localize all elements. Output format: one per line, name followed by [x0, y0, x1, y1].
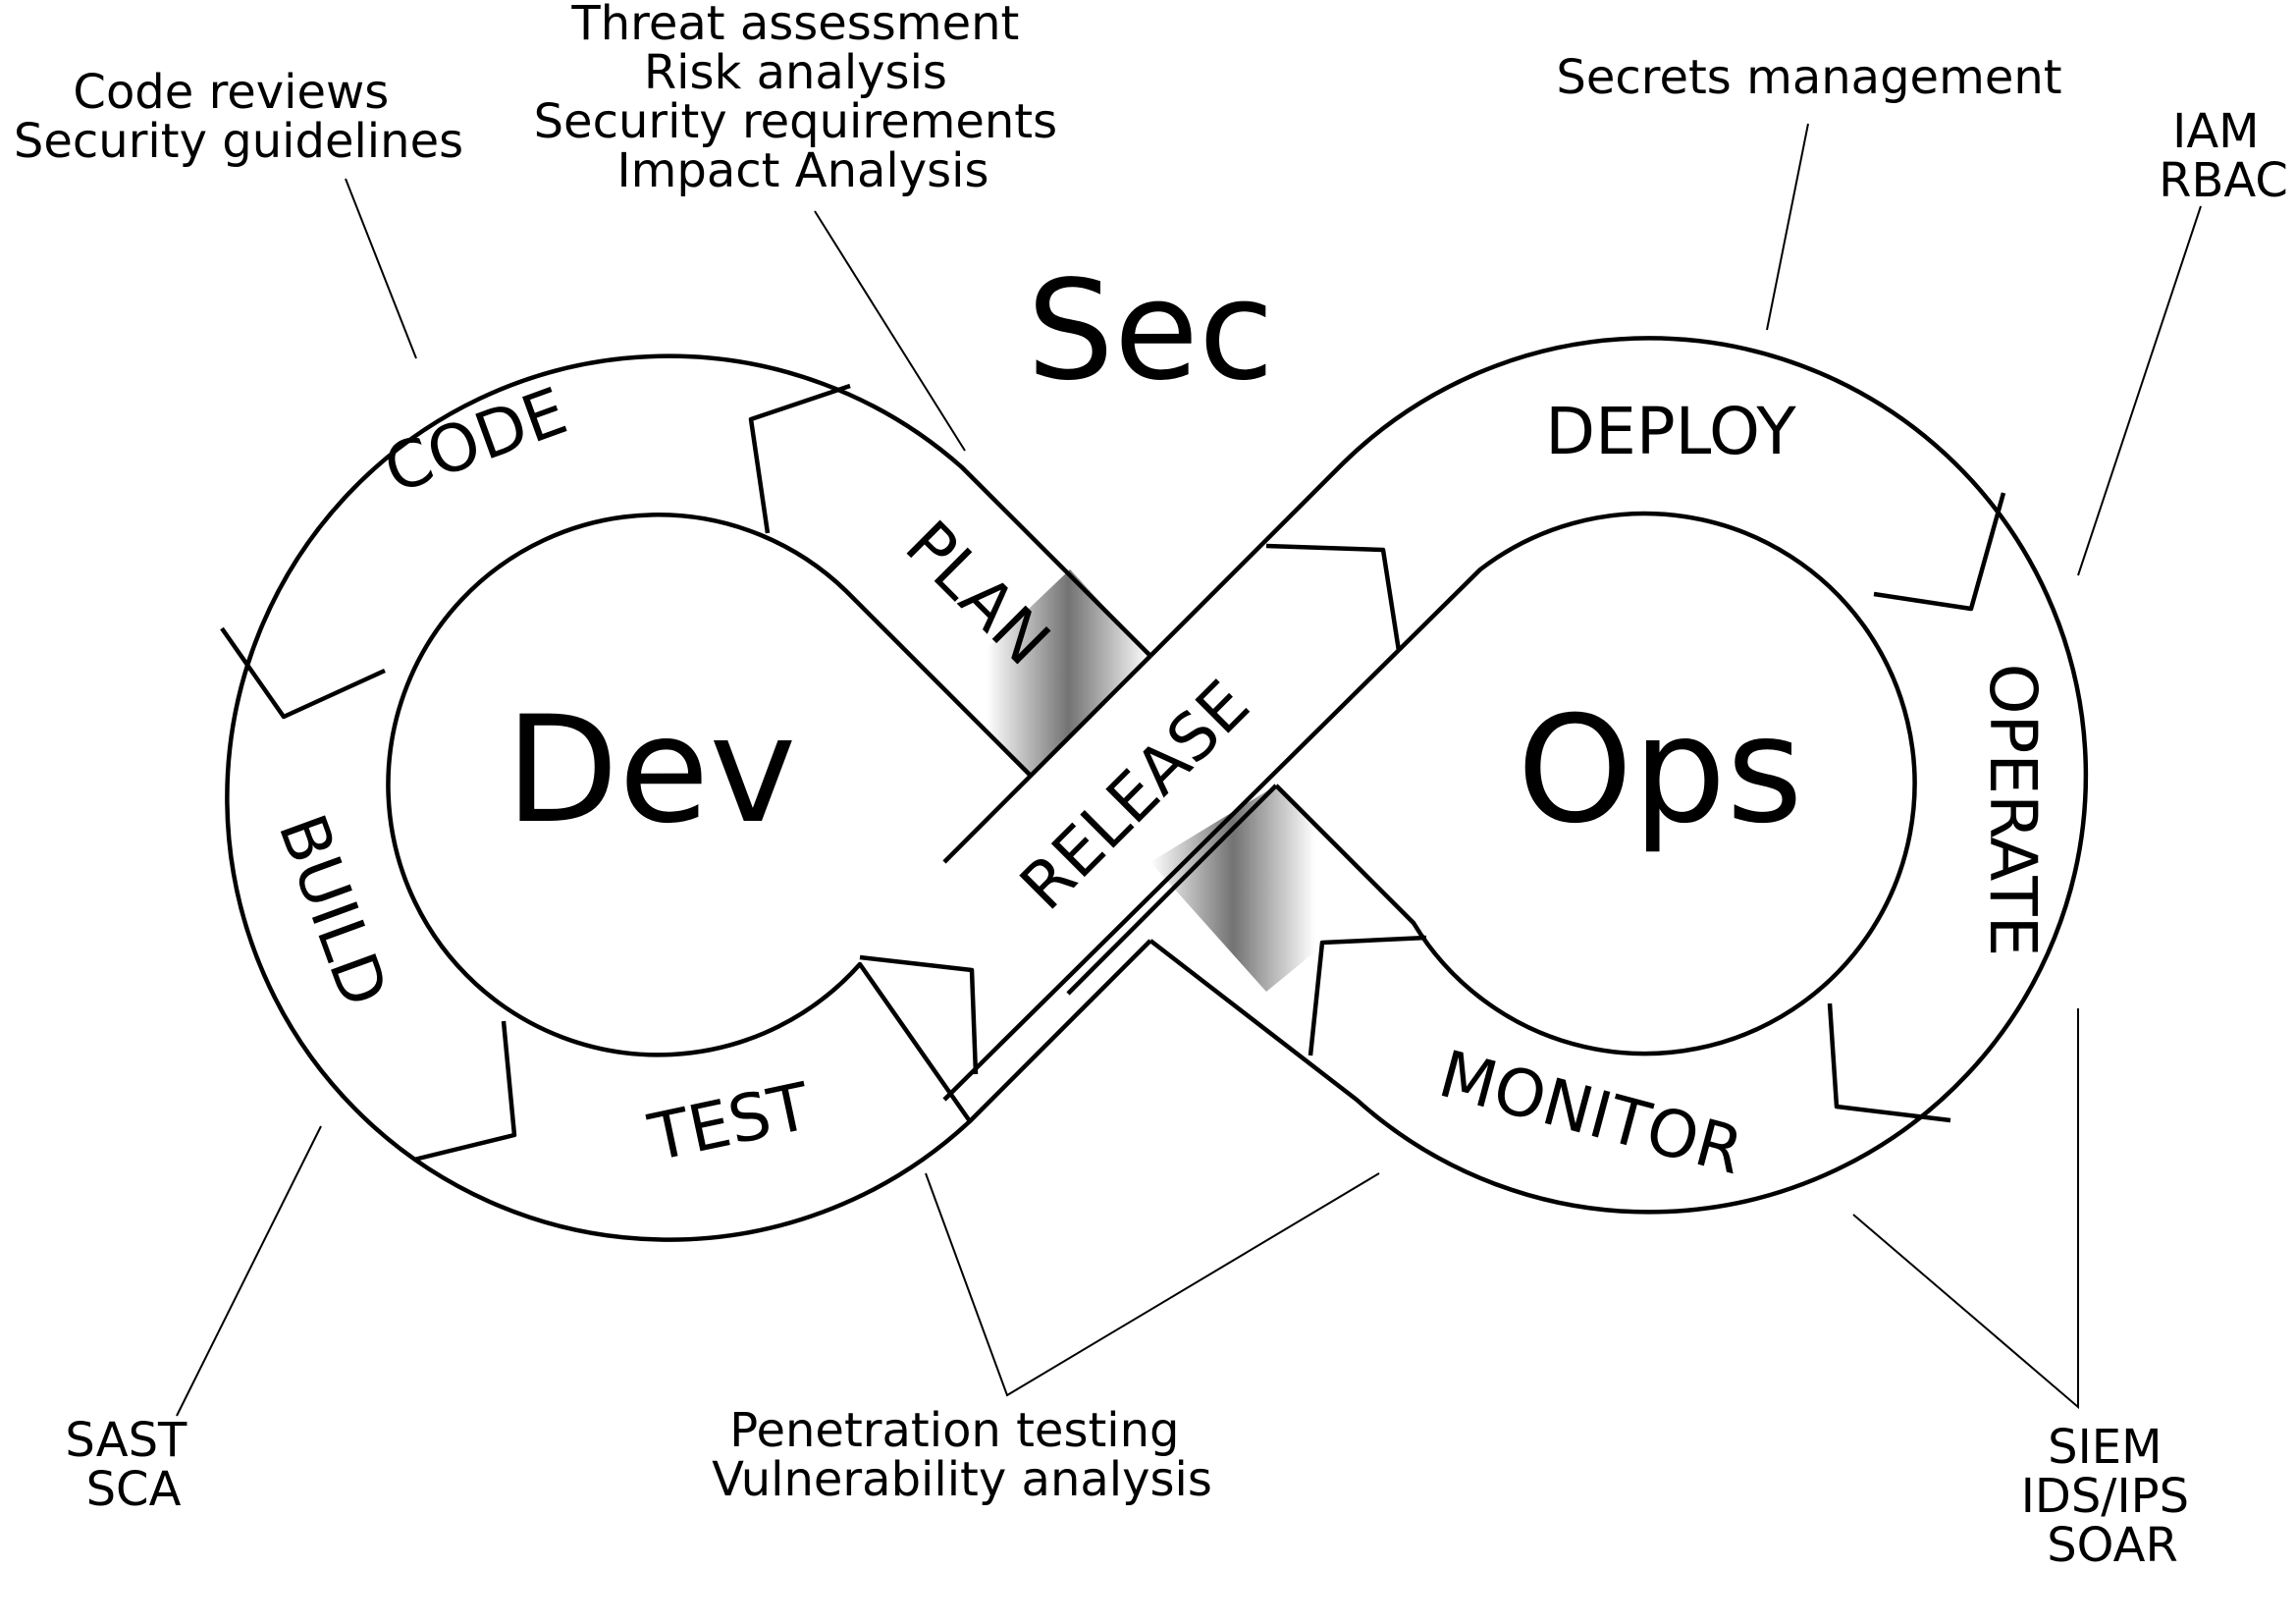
- sec-title: Sec: [1027, 251, 1274, 411]
- stage-code: CODE: [375, 373, 576, 509]
- divider-release-deploy: [1265, 543, 1402, 652]
- annotation-code: Code reviews Security guidelines: [14, 65, 463, 169]
- ops-inner-loop: [942, 511, 1917, 1102]
- infinity-outer-outline-right: [1148, 336, 2089, 1215]
- annotation-monitor-operate: SIEM IDS/IPS SOAR: [2021, 1420, 2205, 1573]
- annotation-plan: Threat assessment Risk analysis Security…: [534, 0, 1073, 198]
- stage-monitor: MONITOR: [1431, 1036, 1750, 1189]
- annotation-test-release: Penetration testing Vulnerability analys…: [712, 1403, 1212, 1507]
- leader-deploy: [1766, 123, 1809, 331]
- annotation-build: SAST SCA: [65, 1413, 201, 1517]
- annotation-operate: IAM RBAC: [2159, 104, 2288, 208]
- stage-operate: OPERATE: [1975, 664, 2051, 957]
- leader-test-release: [925, 1172, 1380, 1397]
- stage-build: BUILD: [264, 805, 402, 1016]
- release-band-edge-top: [942, 654, 1152, 864]
- divider-operate-monitor: [1827, 1002, 1951, 1123]
- crossing-shadow-bottom: [1150, 785, 1384, 992]
- ops-label: Ops: [1517, 685, 1802, 856]
- annotation-deploy: Secrets management: [1556, 50, 2061, 105]
- dev-label: Dev: [506, 685, 797, 856]
- infinity-outer-outline: [225, 353, 1152, 1242]
- release-band-edge-bottom: [1066, 784, 1278, 996]
- dev-inner-loop: [386, 513, 1033, 1123]
- stage-test: TEST: [642, 1068, 817, 1176]
- divider-code-plan: [748, 383, 851, 534]
- crossing-shadow-top: [944, 569, 1150, 776]
- divider-test-release: [859, 954, 979, 1075]
- leader-build: [176, 1125, 322, 1417]
- leader-code: [345, 178, 417, 359]
- divider-deploy-operate: [1873, 492, 2006, 612]
- divider-monitor-release: [1308, 935, 1427, 1056]
- divider-build-test: [413, 1020, 517, 1163]
- stage-deploy: DEPLOY: [1545, 394, 1796, 469]
- leader-monitor-operate: [1852, 1008, 2079, 1410]
- leader-operate: [2077, 205, 2202, 576]
- leader-plan: [814, 210, 966, 452]
- divider-code-build: [220, 626, 386, 720]
